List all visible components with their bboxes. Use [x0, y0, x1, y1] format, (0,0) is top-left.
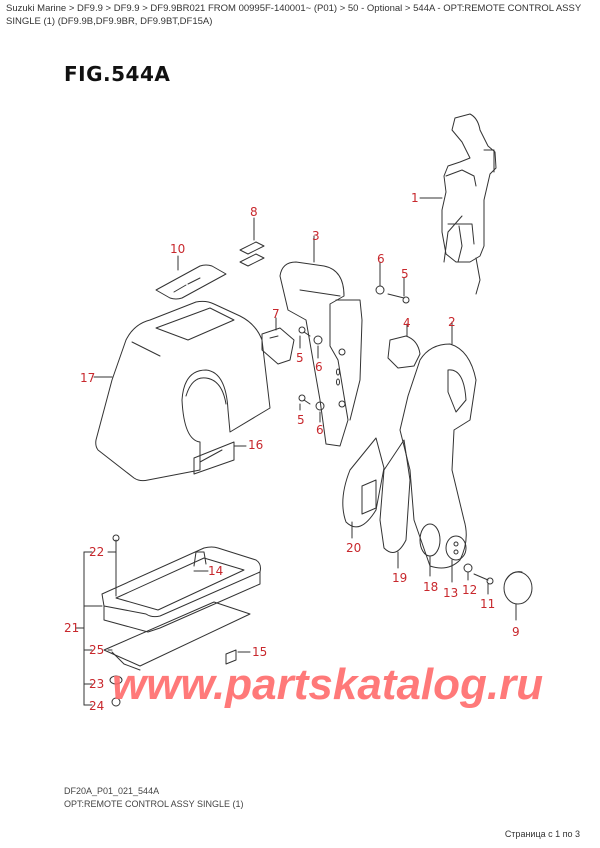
housing-part-3 — [279, 235, 363, 447]
base-box-assembly — [75, 534, 261, 707]
callout-4[interactable]: 4 — [403, 316, 411, 330]
callout-3[interactable]: 3 — [312, 229, 320, 243]
callout-25[interactable]: 25 — [89, 643, 105, 657]
figure-description: OPT:REMOTE CONTROL ASSY SINGLE (1) — [64, 799, 244, 809]
callout-1[interactable]: 1 — [411, 191, 419, 205]
callout-16[interactable]: 16 — [248, 438, 264, 452]
arms-part-19-20 — [342, 437, 411, 569]
callout-5[interactable]: 5 — [297, 413, 305, 427]
callout-6[interactable]: 6 — [315, 360, 323, 374]
callout-20[interactable]: 20 — [346, 541, 362, 555]
page-indicator: Страница с 1 по 3 — [504, 829, 580, 839]
callout-10[interactable]: 10 — [170, 242, 186, 256]
figure-title: FIG.544A — [64, 62, 171, 86]
callout-6[interactable]: 6 — [316, 423, 324, 437]
bracket-part-7 — [261, 317, 295, 365]
callout-22[interactable]: 22 — [89, 545, 105, 559]
figure-code: DF20A_P01_021_544A — [64, 786, 160, 796]
callout-24[interactable]: 24 — [89, 699, 105, 713]
callout-6[interactable]: 6 — [377, 252, 385, 266]
callout-17[interactable]: 17 — [80, 371, 96, 385]
cover-part-17 — [93, 300, 271, 482]
callout-11[interactable]: 11 — [480, 597, 496, 611]
watermark: www.partskatalog.ru — [112, 660, 544, 709]
screws-and-washers — [298, 261, 410, 423]
callout-14[interactable]: 14 — [208, 564, 224, 578]
breadcrumb[interactable]: Suzuki Marine > DF9.9 > DF9.9 > DF9.9BR0… — [6, 3, 582, 27]
callout-9[interactable]: 9 — [512, 625, 520, 639]
remote-control-lever-part-1 — [419, 113, 497, 295]
callout-5[interactable]: 5 — [401, 267, 409, 281]
callout-7[interactable]: 7 — [272, 307, 280, 321]
end-cap-assembly — [419, 523, 533, 621]
lever-arm-part-2 — [399, 321, 477, 569]
callout-18[interactable]: 18 — [423, 580, 439, 594]
emblem-part-8 — [239, 217, 265, 267]
callout-19[interactable]: 19 — [392, 571, 408, 585]
callout-2[interactable]: 2 — [448, 315, 456, 329]
callout-8[interactable]: 8 — [250, 205, 258, 219]
clip-part-16 — [193, 441, 247, 475]
callout-15[interactable]: 15 — [252, 645, 268, 659]
knob-part-4 — [387, 323, 421, 369]
callout-12[interactable]: 12 — [462, 583, 478, 597]
callout-13[interactable]: 13 — [443, 586, 459, 600]
callout-23[interactable]: 23 — [89, 677, 105, 691]
label-plate-part-10 — [155, 255, 227, 300]
callout-5[interactable]: 5 — [296, 351, 304, 365]
callout-21[interactable]: 21 — [64, 621, 80, 635]
